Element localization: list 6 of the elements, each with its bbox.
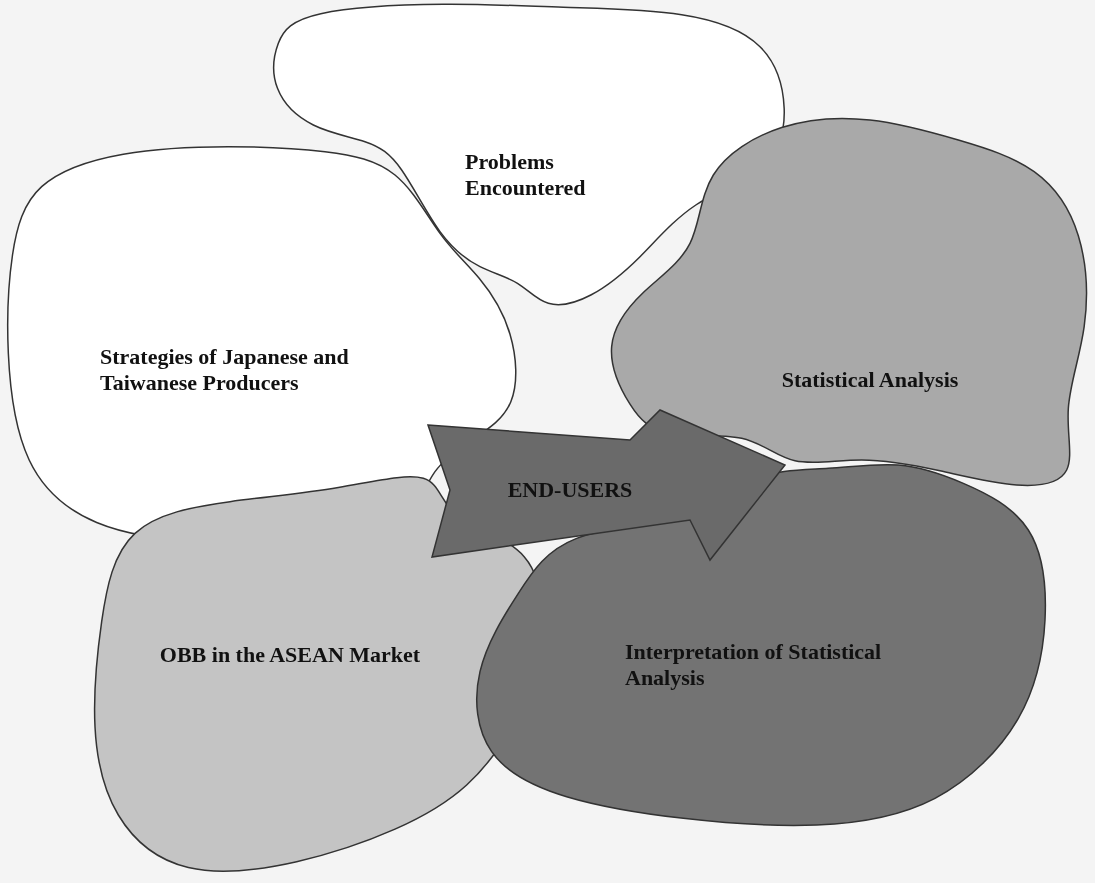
node-label: END-USERS [507,476,633,504]
node-label: Problems Encountered [465,148,587,202]
node-label: OBB in the ASEAN Market [159,641,421,669]
node-label: Interpretation of Statistical Analysis [625,638,883,692]
node-label: Statistical Analysis [781,366,959,394]
node-label: Strategies of Japanese and Taiwanese Producers [100,343,350,397]
